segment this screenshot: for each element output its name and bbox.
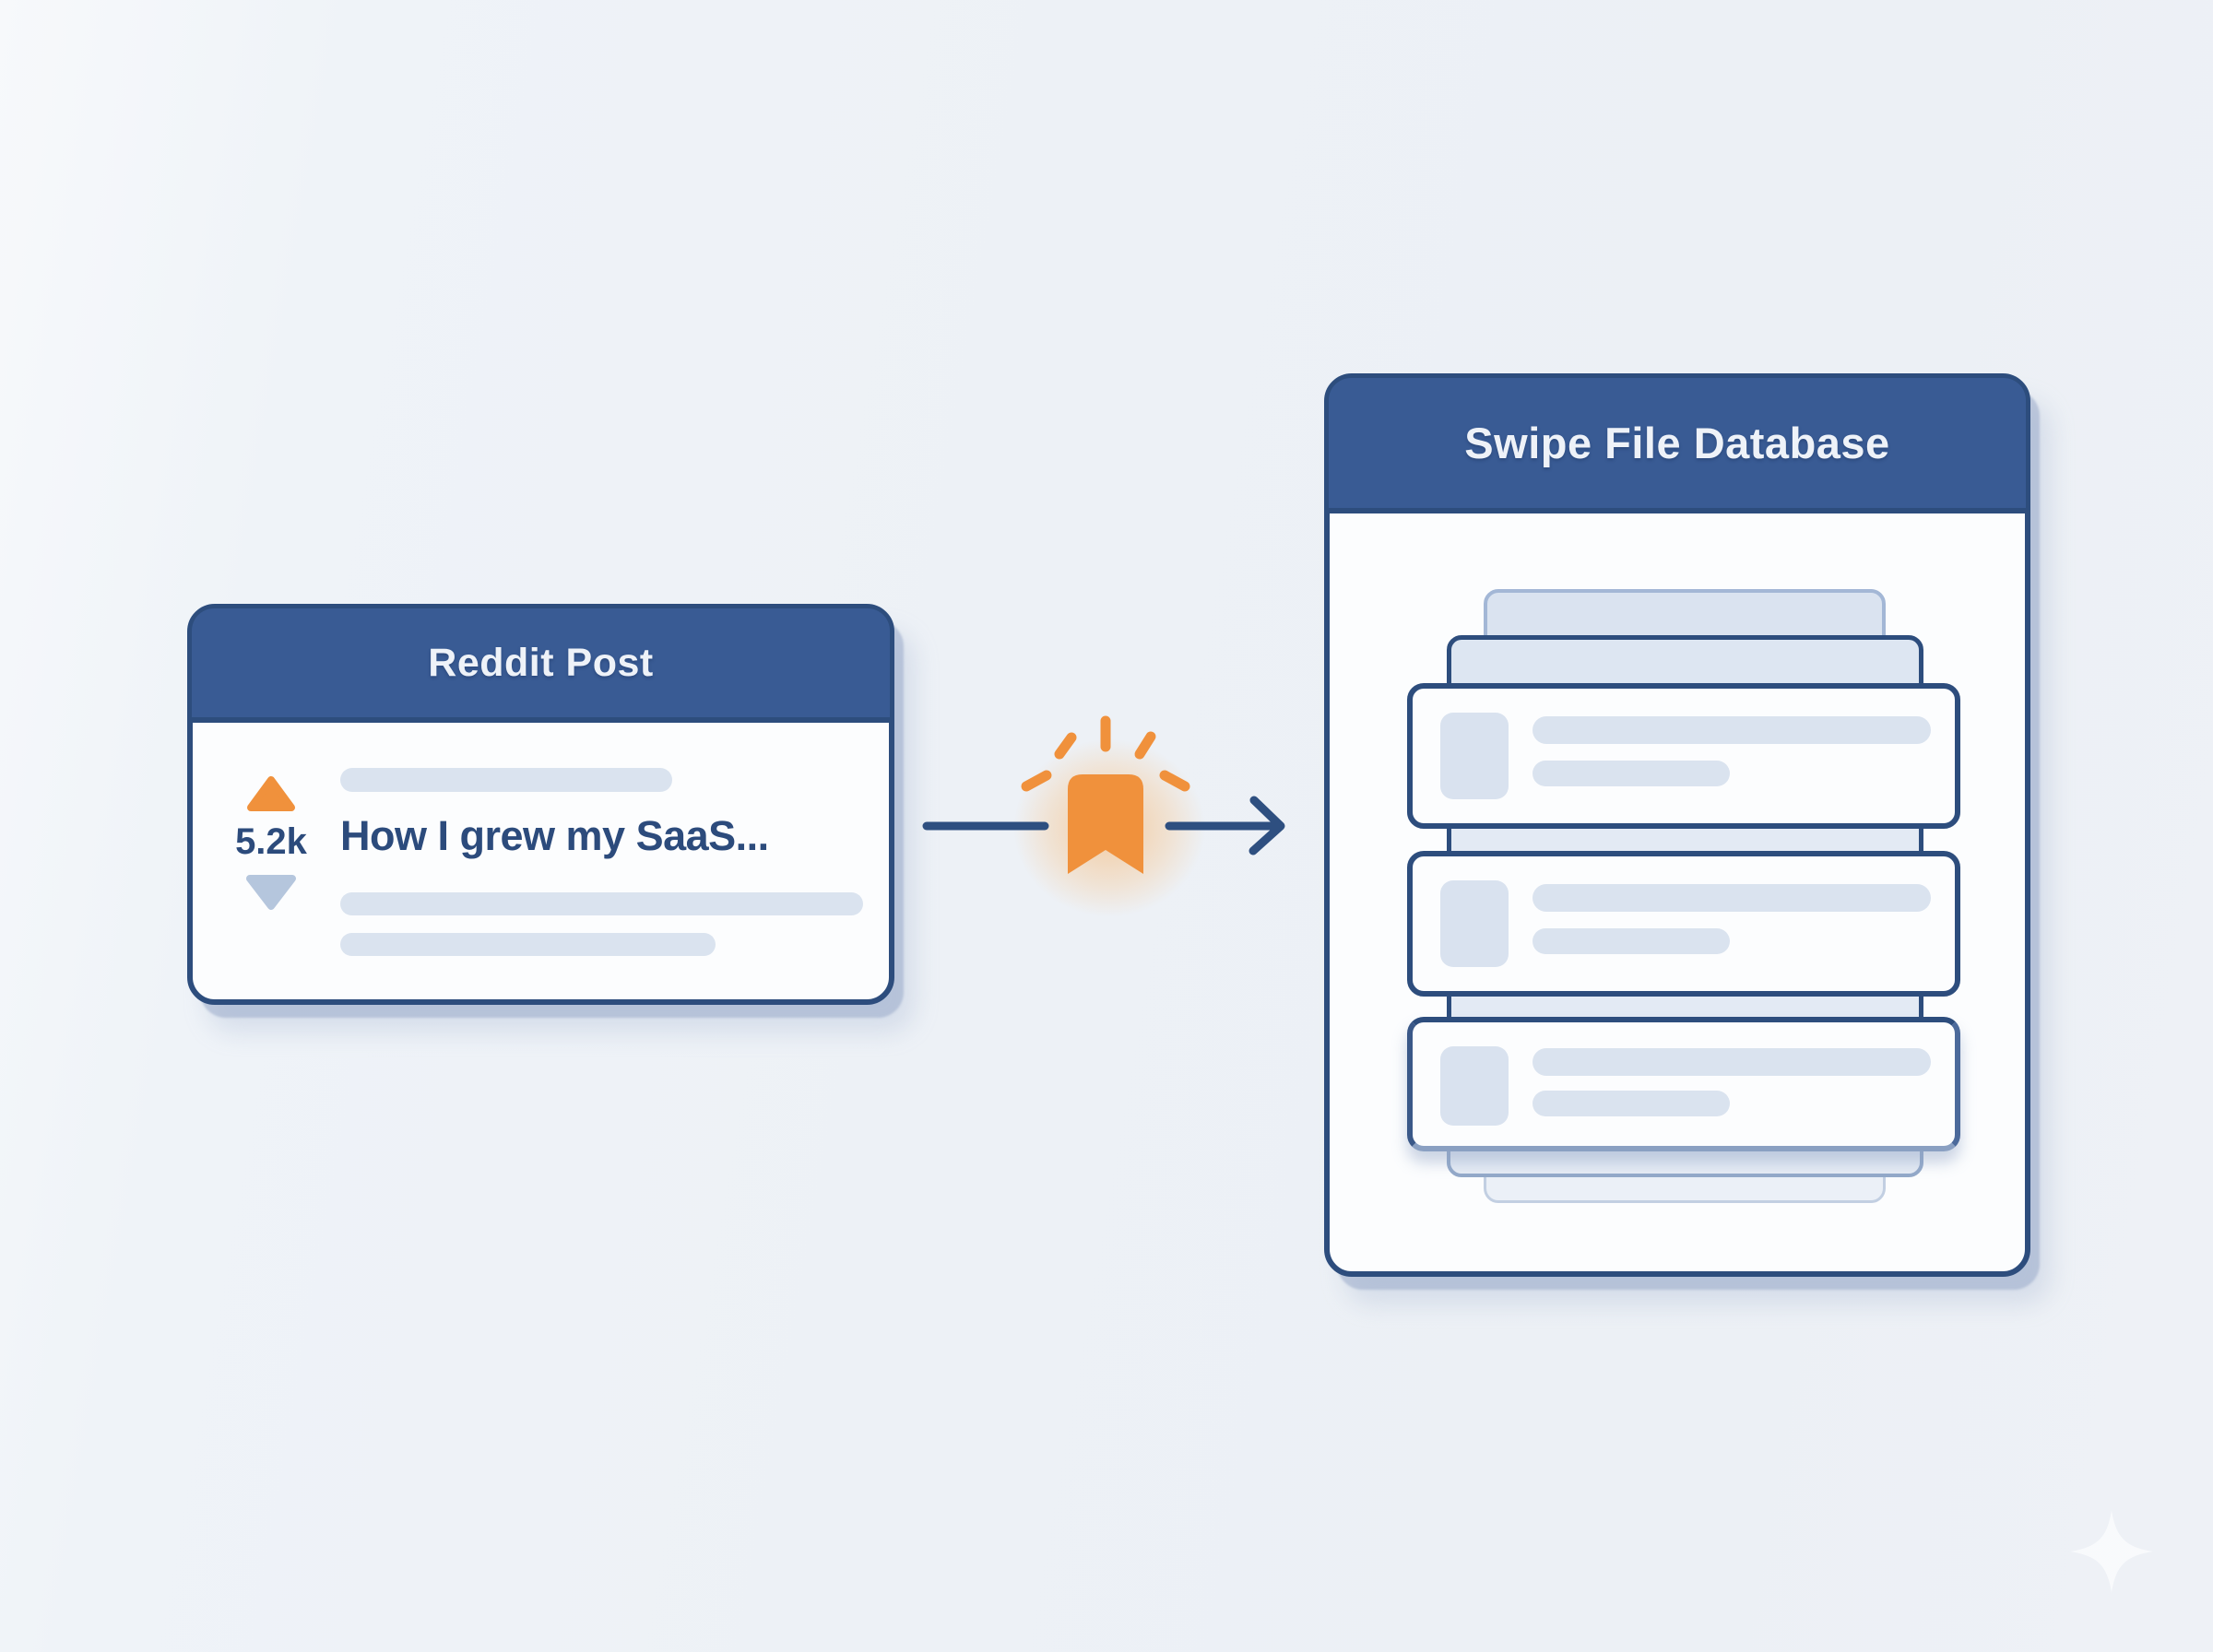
- saved-post-row: [1407, 1017, 1960, 1151]
- reddit-post-card: Reddit Post 5.2k How I grew my SaaS...: [187, 604, 894, 1005]
- vote-column: 5.2k: [230, 775, 313, 911]
- reddit-card-title: Reddit Post: [428, 640, 654, 685]
- title-placeholder-line: [1533, 884, 1931, 912]
- bookmark-icon: [1068, 774, 1143, 874]
- sparkle-icon: [2070, 1510, 2153, 1593]
- reddit-card-header: Reddit Post: [192, 608, 890, 723]
- swipe-file-database-card: Swipe File Database: [1324, 373, 2030, 1277]
- saved-post-row: [1407, 683, 1960, 829]
- thumbnail-placeholder: [1440, 880, 1509, 967]
- arrow-and-bookmark: [922, 715, 1285, 874]
- placeholder-line: [340, 933, 716, 956]
- downvote-icon: [246, 875, 296, 910]
- thumbnail-placeholder: [1440, 713, 1509, 799]
- title-placeholder-line: [1533, 1048, 1931, 1076]
- placeholder-line: [340, 892, 863, 915]
- upvote-icon: [247, 776, 295, 811]
- flow-arrow: [908, 708, 1332, 948]
- arrow-line: [922, 796, 1285, 856]
- database-card-header: Swipe File Database: [1329, 378, 2026, 513]
- subtitle-placeholder-line: [1533, 928, 1730, 954]
- subtitle-placeholder-line: [1533, 1091, 1730, 1116]
- upvote-count: 5.2k: [235, 821, 307, 862]
- subtitle-placeholder-line: [1533, 761, 1730, 786]
- post-title: How I grew my SaaS...: [340, 812, 769, 859]
- saved-post-row: [1407, 851, 1960, 997]
- placeholder-line: [340, 768, 672, 792]
- title-placeholder-line: [1533, 716, 1931, 744]
- thumbnail-placeholder: [1440, 1046, 1509, 1126]
- sparkle-rays: [1021, 715, 1190, 792]
- database-card-title: Swipe File Database: [1464, 419, 1890, 467]
